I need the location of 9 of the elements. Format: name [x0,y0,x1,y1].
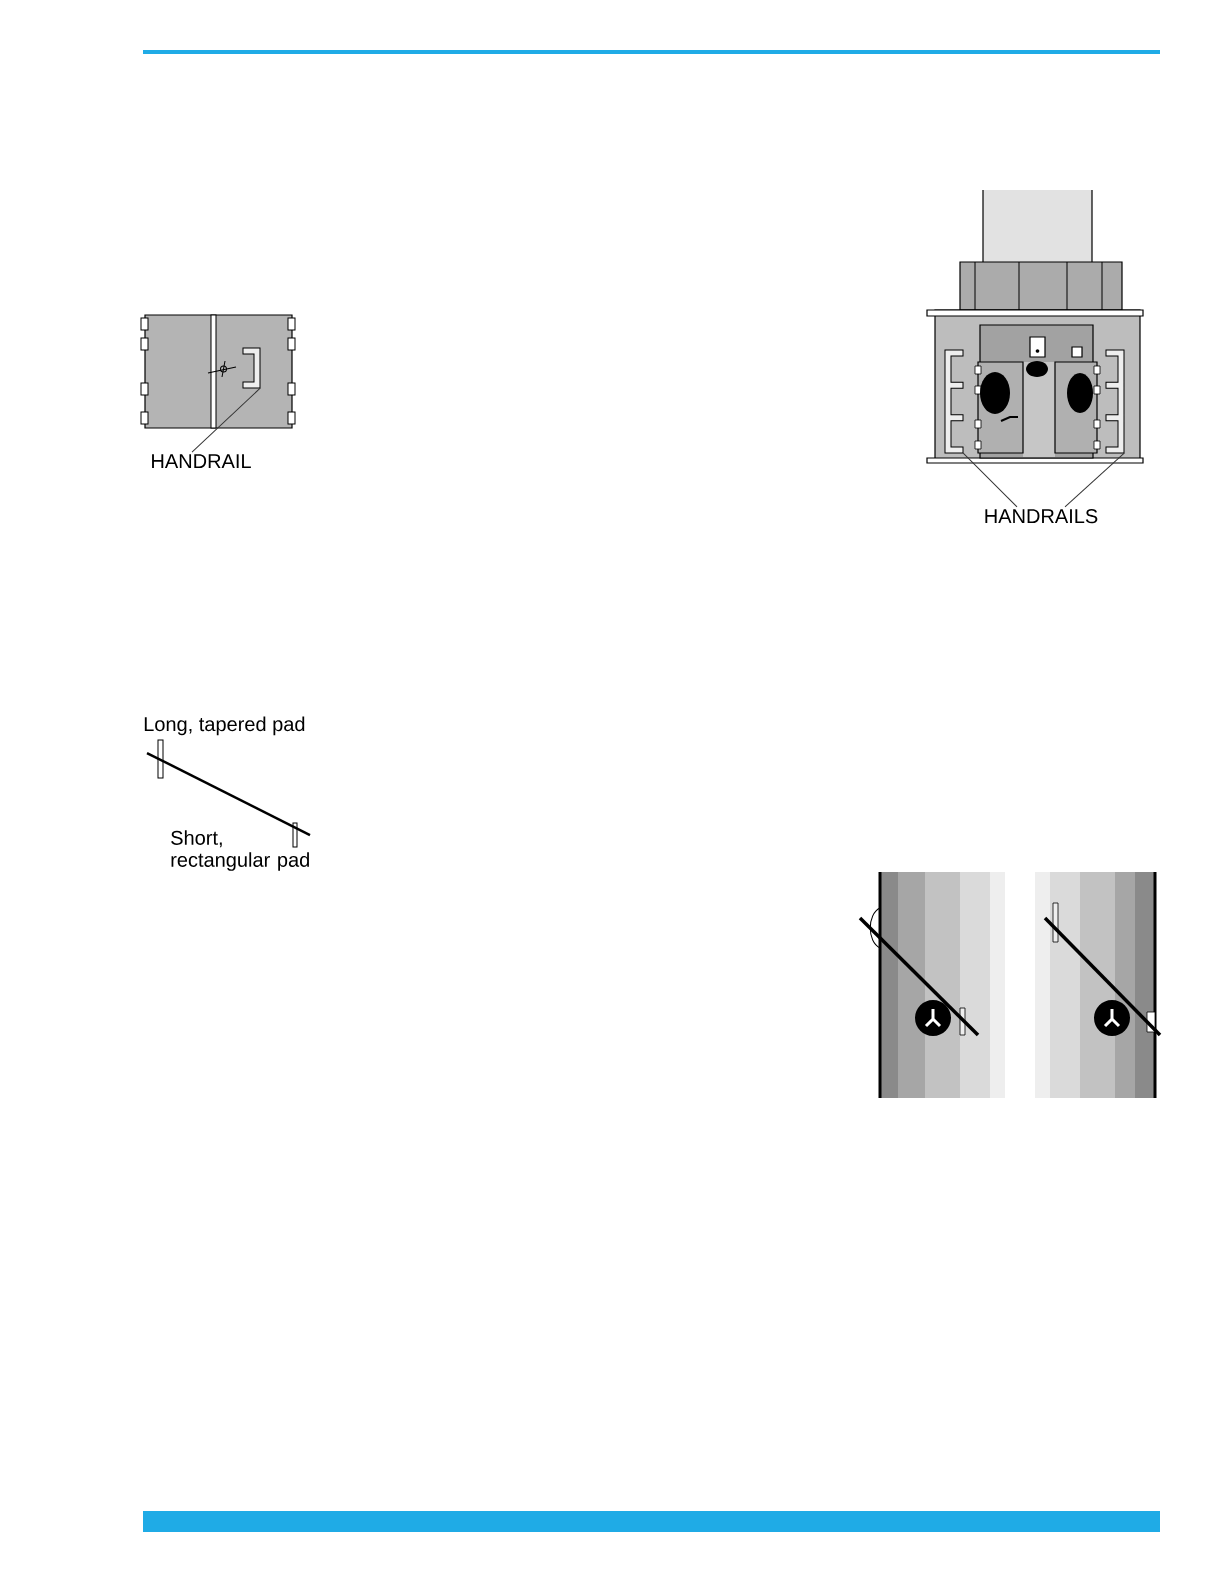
leader-line [962,452,1018,508]
pad-label: Short, rectangular pad [171,830,309,871]
handrail [944,349,964,454]
callout-label: HANDRAILS [985,509,1098,524]
handrail [242,347,261,389]
handrail [1105,349,1125,454]
leader-line [191,387,261,453]
callout-label: HANDRAIL [152,454,251,468]
pad-label: Long, tapered pad [144,716,305,736]
